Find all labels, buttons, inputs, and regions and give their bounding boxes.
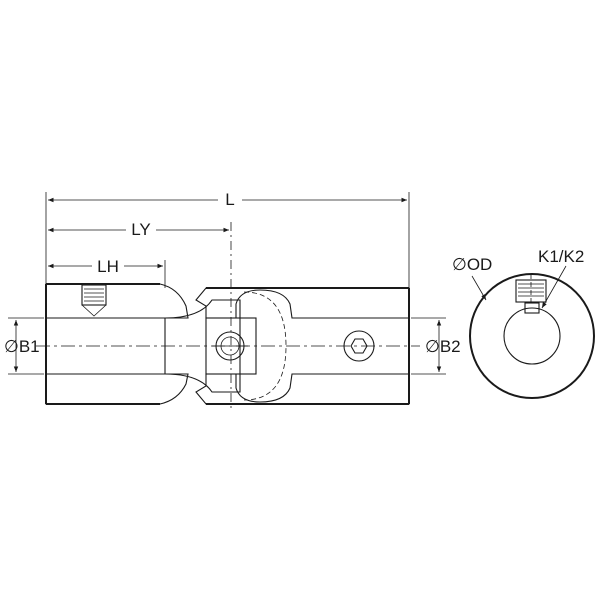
label-od: ∅OD — [452, 255, 492, 274]
label-lh: LH — [97, 257, 119, 276]
end-view-bore — [503, 307, 561, 365]
label-ly: LY — [131, 220, 151, 239]
left-set-screw — [81, 284, 107, 317]
keyway — [524, 302, 540, 314]
end-view — [469, 273, 595, 399]
label-b2: ∅B2 — [425, 337, 461, 356]
label-l: L — [225, 190, 234, 209]
right-yoke — [195, 287, 410, 405]
end-view-outer — [469, 273, 595, 399]
dimension-lines — [8, 192, 446, 410]
label-k1-k2: K1/K2 — [538, 247, 584, 266]
label-b1: ∅B1 — [4, 337, 40, 356]
left-yoke — [45, 283, 241, 405]
